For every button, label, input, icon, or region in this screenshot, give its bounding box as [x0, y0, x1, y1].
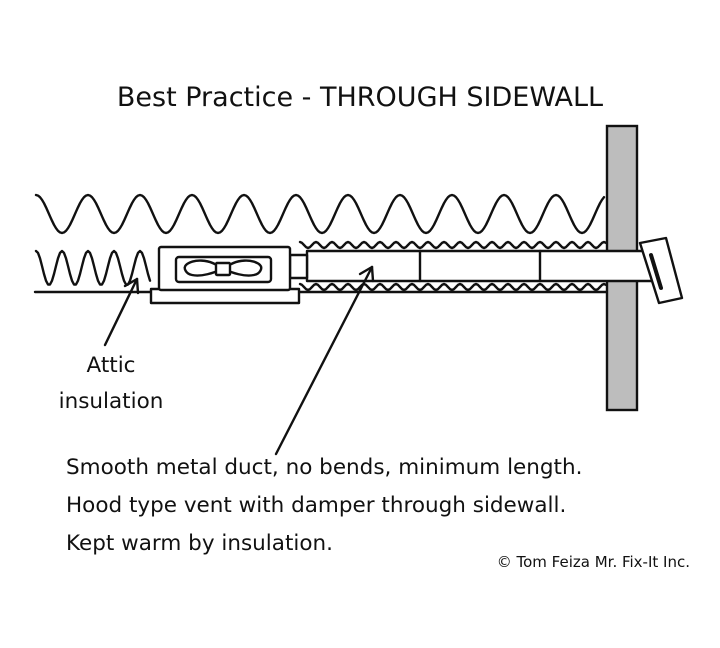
description-line-2: Hood type vent with damper through sidew…	[66, 493, 566, 518]
attic-insulation-upper-wave	[34, 193, 606, 235]
fan-icon	[174, 255, 273, 284]
metal-duct	[305, 249, 664, 283]
description-line-3: Kept warm by insulation.	[66, 531, 333, 556]
description-line-1: Smooth metal duct, no bends, minimum len…	[66, 455, 582, 480]
duct-collar	[288, 253, 309, 280]
attic-insulation-label-line2: insulation	[59, 389, 164, 414]
attic-insulation-arrow	[103, 277, 140, 347]
attic-insulation-lower-wave	[34, 249, 152, 286]
duct-arrow	[274, 265, 375, 456]
copyright-credit: © Tom Feiza Mr. Fix-It Inc.	[497, 553, 690, 571]
damper-icon	[638, 236, 684, 305]
diagram-title: Best Practice - THROUGH SIDEWALL	[117, 82, 603, 113]
attic-insulation-label-line1: Attic	[87, 353, 136, 378]
duct-insulation-top	[298, 240, 608, 250]
duct-insulation-bottom	[298, 282, 608, 292]
